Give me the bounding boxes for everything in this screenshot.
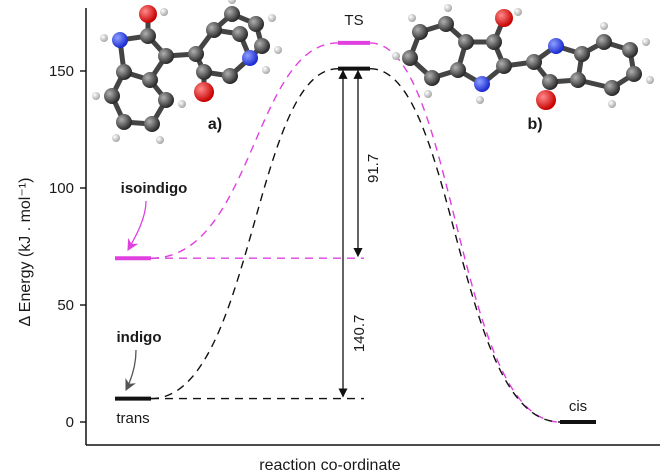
state-label-cis: cis xyxy=(569,398,587,415)
molecule-structure-b xyxy=(392,4,654,110)
y-tick-label-50: 50 xyxy=(57,297,74,314)
y-axis-label: Δ Energy (kJ . mol⁻¹) xyxy=(17,178,34,327)
barrier-isoindigo-label: 91.7 xyxy=(365,154,382,183)
state-label-ts: TS xyxy=(344,12,363,29)
energy-levels xyxy=(115,40,596,424)
state-label-trans: trans xyxy=(116,410,149,427)
indigo-profile-curve xyxy=(150,67,561,423)
isoindigo-profile-curve xyxy=(150,42,561,423)
y-tick-label-100: 100 xyxy=(49,180,74,197)
indigo-pointer-arrow xyxy=(125,349,137,392)
molecule-structure-a xyxy=(92,0,282,144)
panel-label-b: b) xyxy=(527,116,542,133)
y-ticks: 0 50 100 150 xyxy=(49,63,86,431)
isoindigo-pointer-arrow xyxy=(127,200,147,252)
series-label-indigo: indigo xyxy=(117,329,162,346)
series-label-isoindigo: isoindigo xyxy=(121,180,188,197)
y-tick-label-150: 150 xyxy=(49,63,74,80)
barrier-arrows: 91.7 140.7 xyxy=(338,69,382,398)
x-axis-label: reaction co-ordinate xyxy=(259,457,401,474)
axes: 0 50 100 150 xyxy=(49,8,660,446)
energy-curves xyxy=(150,42,561,423)
panel-label-a: a) xyxy=(208,116,222,133)
y-tick-label-0: 0 xyxy=(66,414,74,431)
barrier-indigo-label: 140.7 xyxy=(351,315,368,353)
